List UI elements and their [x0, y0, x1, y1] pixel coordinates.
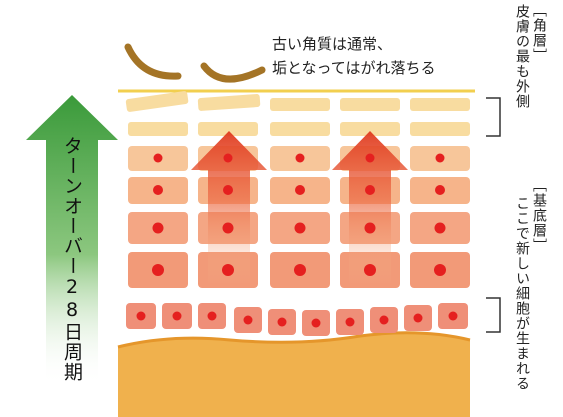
basal-layer-description: ここで新しい細胞が生まれる: [514, 196, 530, 391]
flaking-cell-1: [124, 43, 182, 80]
detaching-cell-2: [197, 94, 261, 111]
cell-rise-arrow-2: [332, 131, 408, 285]
basal-nuclei: [136, 311, 458, 328]
caption-line-1: 古い角質は通常、: [272, 35, 393, 53]
cell-rise-arrow-1: [191, 131, 267, 285]
stratum-corneum: [128, 98, 470, 136]
dermis-edge: [117, 331, 471, 349]
cell-nuclei: [152, 153, 446, 276]
basal-bracket: [486, 297, 501, 333]
dermis-layer: [118, 332, 470, 417]
corneum-bracket: [486, 97, 501, 137]
stratum-corneum-description: 皮膚の最も外側: [514, 4, 530, 109]
detaching-cell-1: [125, 91, 189, 112]
stratum-corneum-title: ［角層］: [531, 3, 547, 63]
basal-layer-title: ［基底層］: [531, 178, 547, 253]
flaking-cell-2: [200, 62, 266, 83]
turnover-cycle-label: ターンオーバー28日周期: [61, 136, 83, 382]
turnover-arrow: [26, 95, 118, 385]
caption-line-2: 垢となってはがれ落ちる: [272, 59, 436, 77]
